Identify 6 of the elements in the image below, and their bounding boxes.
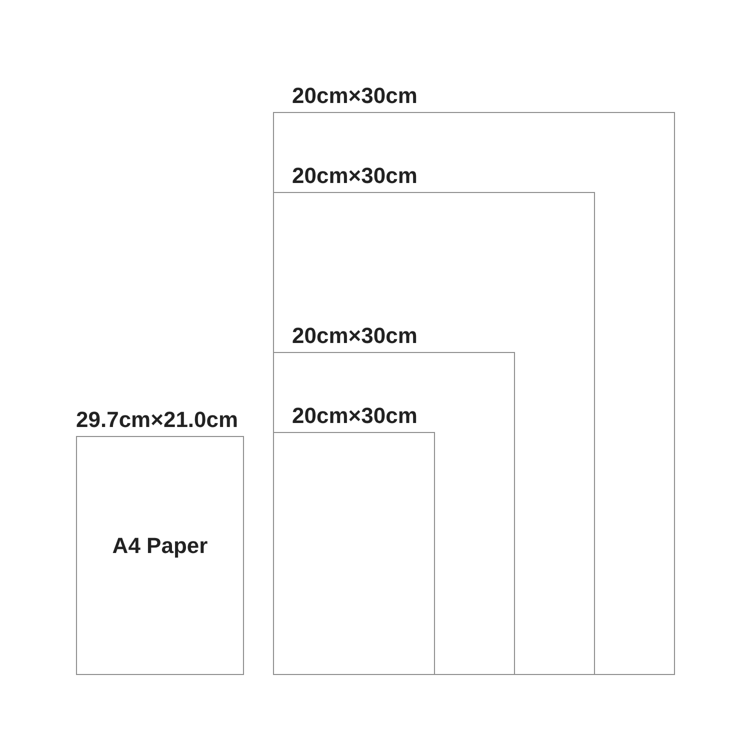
- dimension-label: 20cm×30cm: [292, 324, 418, 348]
- dimension-label: 29.7cm×21.0cm: [76, 408, 238, 432]
- dimension-label: 20cm×30cm: [292, 404, 418, 428]
- dimension-label: 20cm×30cm: [292, 84, 418, 108]
- paper-label: A4 Paper: [112, 532, 208, 558]
- dimension-label: 20cm×30cm: [292, 164, 418, 188]
